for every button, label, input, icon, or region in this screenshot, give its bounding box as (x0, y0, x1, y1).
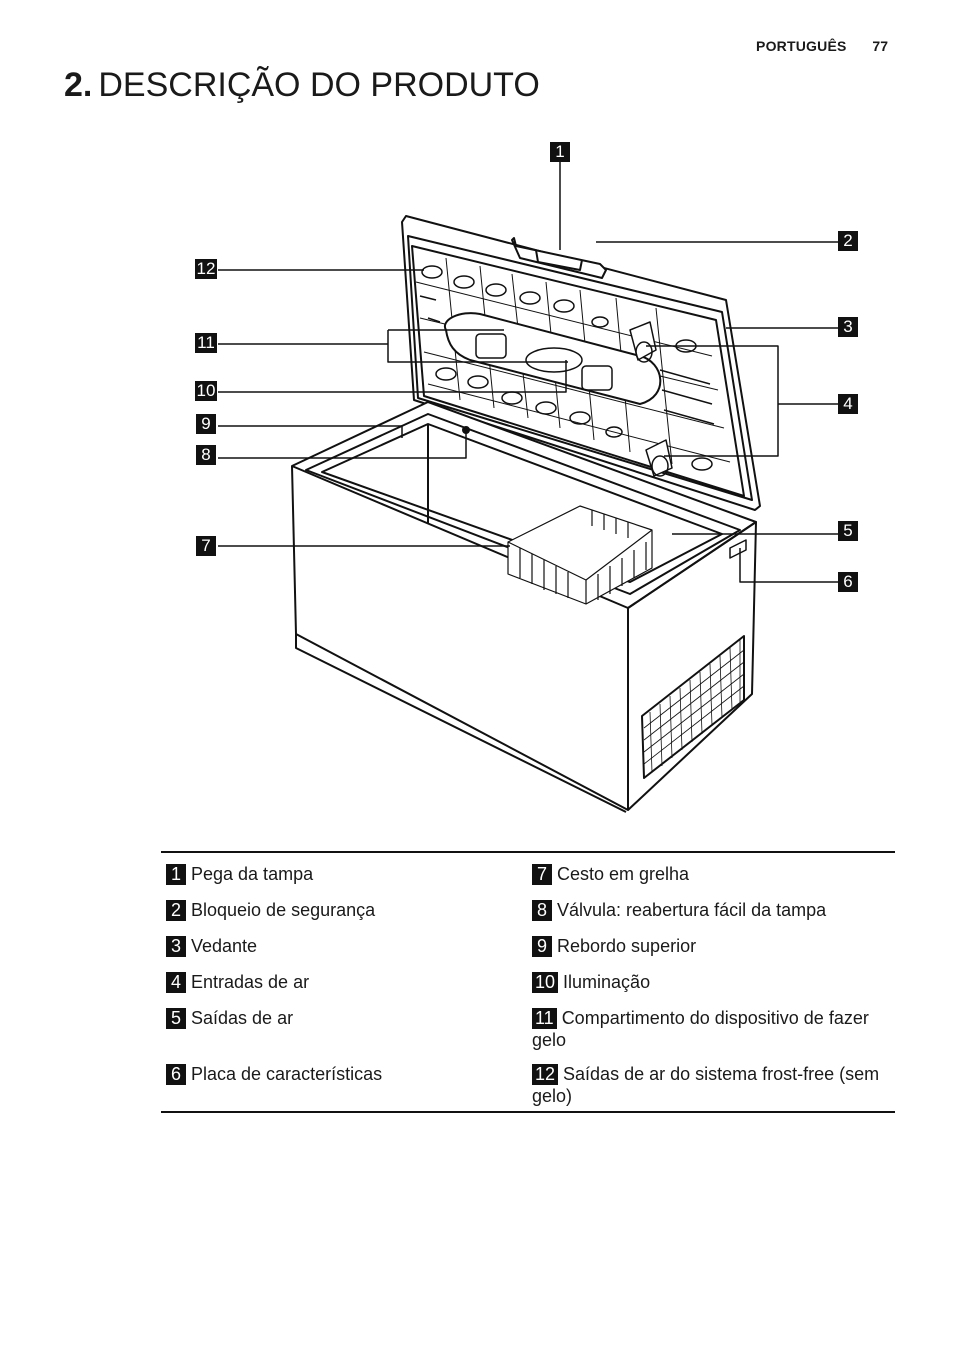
legend-number: 3 (166, 936, 186, 957)
callout-9: 9 (196, 414, 216, 434)
page-header: PORTUGUÊS 77 (756, 38, 888, 54)
header-language: PORTUGUÊS (756, 38, 847, 54)
callout-4: 4 (838, 394, 858, 414)
callout-8: 8 (196, 445, 216, 465)
legend-label: Bloqueio de segurança (191, 900, 376, 920)
legend-number: 7 (532, 864, 552, 885)
callout-10: 10 (195, 381, 217, 401)
legend-number: 12 (532, 1064, 559, 1085)
callout-6: 6 (838, 572, 858, 592)
legend-label: Placa de características (191, 1064, 383, 1084)
section-title: 2.DESCRIÇÃO DO PRODUTO (64, 66, 540, 105)
legend-number: 2 (166, 900, 186, 921)
page-number: 77 (872, 38, 888, 54)
legend-label: Rebordo superior (557, 936, 697, 956)
legend-label: Saídas de ar (191, 1008, 294, 1028)
legend-number: 6 (166, 1064, 186, 1085)
callout-3: 3 (838, 317, 858, 337)
legend-number: 10 (532, 972, 559, 993)
legend-label: Válvula: reabertura fácil da tampa (557, 900, 827, 920)
section-number: 2. (64, 66, 93, 104)
section-title-text: DESCRIÇÃO DO PRODUTO (98, 66, 540, 104)
callout-12: 12 (195, 259, 217, 279)
cabinet-drawing (291, 401, 757, 813)
legend-number: 8 (532, 900, 552, 921)
legend-label: Entradas de ar (191, 972, 310, 992)
legend-number: 11 (532, 1008, 557, 1029)
callout-11: 11 (195, 333, 217, 353)
legend-label: Saídas de ar do sistema frost-free (sem … (532, 1064, 880, 1106)
legend-number: 4 (166, 972, 186, 993)
callout-1: 1 (550, 142, 570, 162)
legend-number: 9 (532, 936, 552, 957)
legend-label: Cesto em grelha (557, 864, 690, 884)
product-diagram: 1 2 3 4 5 6 7 8 9 10 11 12 (195, 142, 858, 813)
legend-label: Iluminação (563, 972, 651, 992)
legend-number: 1 (166, 864, 186, 885)
chest-freezer-illustration (218, 162, 838, 813)
legend-label: Vedante (191, 936, 258, 956)
callout-7: 7 (196, 536, 216, 556)
legend-number: 5 (166, 1008, 186, 1029)
callout-5: 5 (838, 521, 858, 541)
leader-lines (218, 162, 838, 583)
legend-label: Compartimento do dispositivo de fazer ge… (532, 1008, 869, 1050)
legend-label: Pega da tampa (191, 864, 314, 884)
lid-drawing (401, 215, 761, 511)
callout-2: 2 (838, 231, 858, 251)
